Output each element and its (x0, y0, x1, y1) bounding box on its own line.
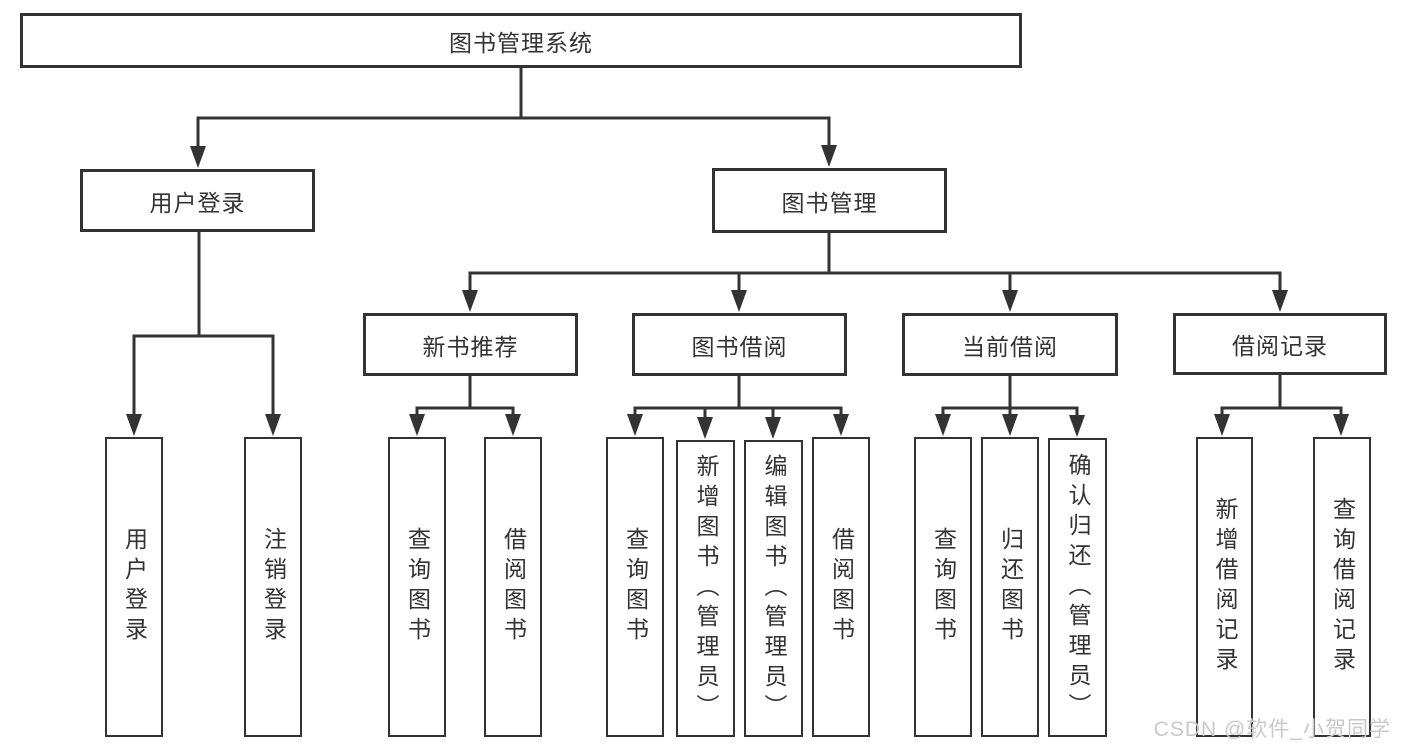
leaf-query-books-current: 查询图书 (914, 437, 972, 737)
connector-current-borrow-to-leaves (935, 376, 1085, 437)
node-current-borrow: 当前借阅 (902, 313, 1118, 376)
leaf-add-borrow-record: 新增借阅记录 (1196, 437, 1253, 737)
leaf-logout-login-label: 注销登录 (260, 527, 287, 647)
node-book-borrow: 图书借阅 (632, 313, 847, 376)
node-user-login: 用户登录 (80, 169, 315, 232)
node-book-management-label: 图书管理 (781, 189, 878, 216)
connector-root-to-level2 (190, 68, 837, 168)
leaf-confirm-return-admin-label: 确认归还（管理员） (1065, 452, 1091, 723)
leaf-query-books-current-label: 查询图书 (930, 527, 957, 647)
leaf-query-borrow-record: 查询借阅记录 (1313, 437, 1371, 737)
leaf-user-login-label: 用户登录 (121, 527, 148, 647)
leaf-edit-books-admin-label: 编辑图书（管理员） (761, 453, 787, 724)
leaf-confirm-return-admin: 确认归还（管理员） (1048, 438, 1107, 737)
connector-user-login-to-children (126, 232, 281, 436)
leaf-borrow-books-borrow-label: 借阅图书 (828, 527, 855, 647)
node-new-book-recommend-label: 新书推荐 (422, 333, 519, 360)
node-borrow-records: 借阅记录 (1173, 313, 1387, 375)
leaf-return-books: 归还图书 (981, 437, 1039, 737)
leaf-add-borrow-record-label: 新增借阅记录 (1212, 497, 1238, 677)
connector-borrow-records-to-leaves (1214, 375, 1349, 436)
node-borrow-records-label: 借阅记录 (1232, 333, 1328, 359)
leaf-borrow-books-borrow: 借阅图书 (812, 437, 870, 737)
node-user-login-label: 用户登录 (149, 189, 246, 216)
leaf-logout-login: 注销登录 (244, 437, 302, 737)
node-current-borrow-label: 当前借阅 (962, 333, 1058, 360)
leaf-query-books-recommend-label: 查询图书 (404, 527, 431, 647)
leaf-borrow-books-recommend: 借阅图书 (484, 437, 542, 737)
leaf-query-books-borrow-label: 查询图书 (622, 527, 649, 647)
leaf-query-books-recommend: 查询图书 (388, 437, 446, 737)
node-root-label: 图书管理系统 (449, 29, 593, 56)
leaf-user-login: 用户登录 (105, 437, 163, 737)
leaf-add-books-admin: 新增图书（管理员） (676, 440, 735, 737)
leaf-query-borrow-record-label: 查询借阅记录 (1329, 497, 1356, 677)
connector-book-borrow-to-leaves (627, 376, 849, 439)
node-root: 图书管理系统 (20, 13, 1022, 68)
node-book-management: 图书管理 (712, 168, 947, 233)
node-book-borrow-label: 图书借阅 (691, 333, 788, 360)
leaf-return-books-label: 归还图书 (997, 527, 1024, 647)
csdn-watermark: CSDN @软件_小贺同学 (1153, 718, 1391, 741)
connector-new-book-recommend-to-leaves (409, 376, 521, 436)
leaf-borrow-books-recommend-label: 借阅图书 (500, 527, 527, 647)
node-new-book-recommend: 新书推荐 (363, 313, 578, 376)
leaf-add-books-admin-label: 新增图书（管理员） (693, 453, 719, 724)
leaf-query-books-borrow: 查询图书 (606, 437, 664, 737)
connector-book-management-to-level3 (462, 233, 1288, 312)
leaf-edit-books-admin: 编辑图书（管理员） (744, 440, 803, 737)
